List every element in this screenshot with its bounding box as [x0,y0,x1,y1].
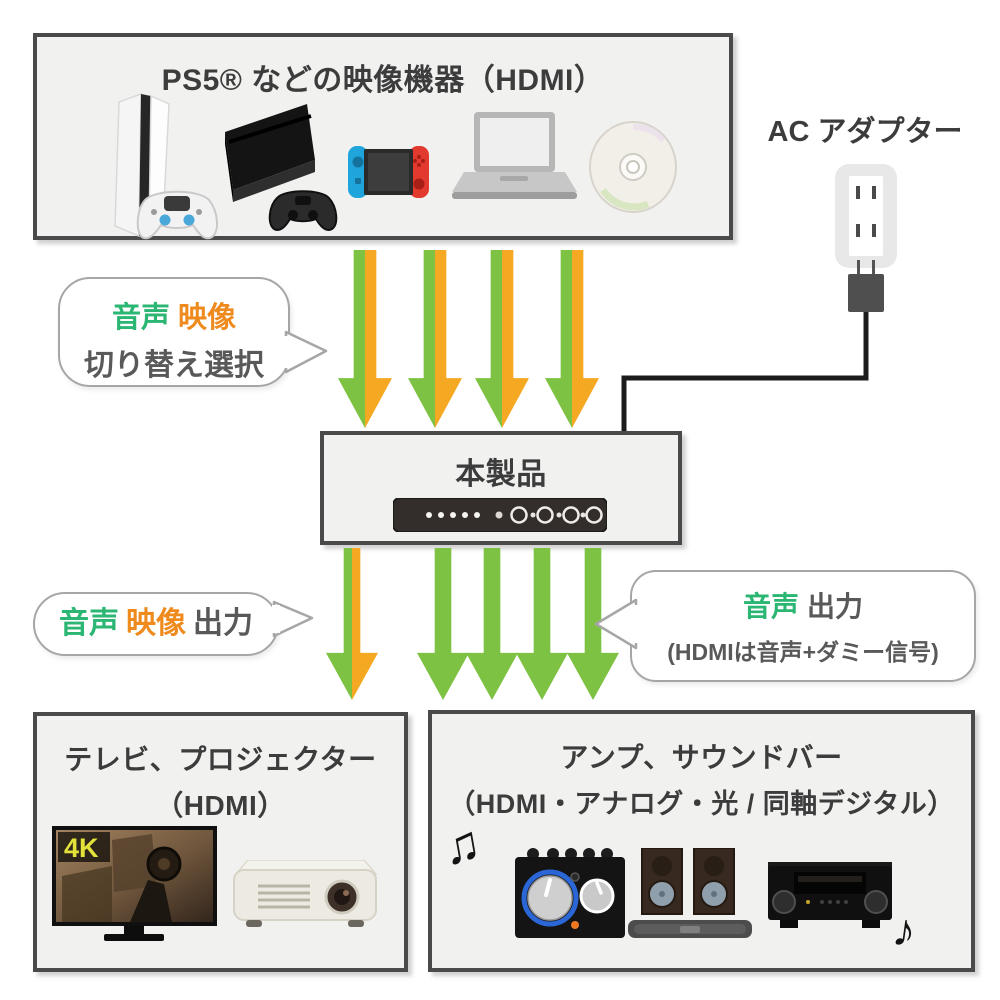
audio-bubble-suffix: 出力 [807,591,864,622]
output-label-suffix: 出力 [193,607,253,640]
product-title: 本製品 [455,458,547,491]
output-label-video: 映像 [126,607,186,640]
display-box-line1: テレビ、プロジェクター [64,744,377,775]
ps4-console-icon [225,104,338,231]
switch-bubble-tail [284,330,328,374]
audio-box-line2: （HDMI・アナログ・光 / 同軸デジタル） [448,789,955,819]
audio-output-bubble-tail [594,598,638,650]
ps5-console-icon [114,92,218,240]
input-arrow-2 [408,250,462,428]
display-box-line2: （HDMI） [155,790,286,821]
source-box-title: PS5® などの映像機器（HDMI） [161,64,605,97]
audio-box-line1: アンプ、サウンドバー [560,742,843,773]
output-arrow-display [326,548,378,700]
switch-bubble-line2: 切り替え選択 [84,349,264,382]
output-label-tail [272,600,314,638]
4k-badge: 4K [64,833,99,863]
laptop-icon [452,112,577,199]
input-arrow-1 [338,250,392,428]
audio-output-bubble: 音声出力 (HDMIは音声+ダミー信号) [630,570,976,682]
nintendo-switch-icon [348,146,429,198]
output-arrow-audio-2 [466,548,518,700]
display-devices-box: テレビ、プロジェクター （HDMI） [33,712,408,972]
speakers-soundbar-icon [628,848,752,938]
input-arrow-4 [545,250,599,428]
ac-adapter-label: AC アダプター [767,116,963,148]
dvd-disc-icon [589,121,677,213]
audio-bubble-note: (HDMIは音声+ダミー信号) [667,639,939,665]
switch-bubble-audio: 音声 [111,302,170,334]
switch-bubble-video: 映像 [178,302,237,334]
hdmi-switcher-icon [393,498,607,532]
switch-select-bubble: 音声映像 切り替え選択 [58,277,290,387]
input-arrow-3 [475,250,529,428]
4k-tv-icon: 4K [52,826,217,941]
output-label-audio: 音声 [59,607,119,640]
amplifier-icon [515,848,625,938]
projector-icon [233,860,378,927]
output-label-bubble: 音声映像出力 [33,592,279,656]
ac-adapter-icon [835,164,897,312]
output-arrow-audio-1 [417,548,469,700]
audio-bubble-audio: 音声 [742,591,799,622]
output-arrow-audio-3 [516,548,568,700]
av-receiver-icon [768,862,892,928]
